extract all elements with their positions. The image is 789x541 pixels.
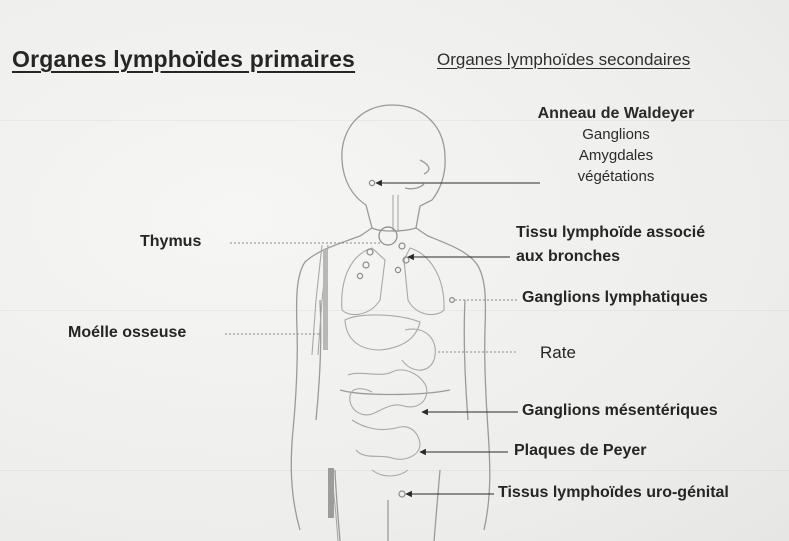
- label-rate: Rate: [540, 343, 576, 363]
- title-primary-organs: Organes lymphoïdes primaires: [12, 46, 355, 73]
- label-thymus: Thymus: [140, 233, 201, 251]
- leader-lines: [225, 243, 518, 352]
- label-ganglions-mesenteriques: Ganglions mésentériques: [522, 402, 718, 420]
- label-tissu-bronches-line2: aux bronches: [516, 245, 705, 269]
- label-waldeyer-ganglions: Ganglions: [516, 124, 716, 145]
- label-waldeyer: Anneau de Waldeyer: [516, 104, 716, 124]
- label-tissus-uro-genital: Tissus lymphoïdes uro-génital: [498, 484, 729, 502]
- waldeyer-block: Anneau de Waldeyer Ganglions Amygdales v…: [516, 104, 716, 187]
- label-tissu-bronches-line1: Tissu lymphoïde associé: [516, 221, 705, 245]
- bone-marrow-shading: [323, 250, 334, 518]
- label-waldeyer-vegetations: végétations: [516, 166, 716, 187]
- title-secondary-organs: Organes lymphoïdes secondaires: [437, 50, 690, 70]
- label-tissu-bronches: Tissu lymphoïde associé aux bronches: [516, 221, 705, 269]
- label-waldeyer-amygdales: Amygdales: [516, 145, 716, 166]
- label-moelle-osseuse: Moélle osseuse: [68, 324, 186, 342]
- label-plaques-peyer: Plaques de Peyer: [514, 442, 647, 460]
- label-ganglions-lymphatiques: Ganglions lymphatiques: [522, 289, 708, 307]
